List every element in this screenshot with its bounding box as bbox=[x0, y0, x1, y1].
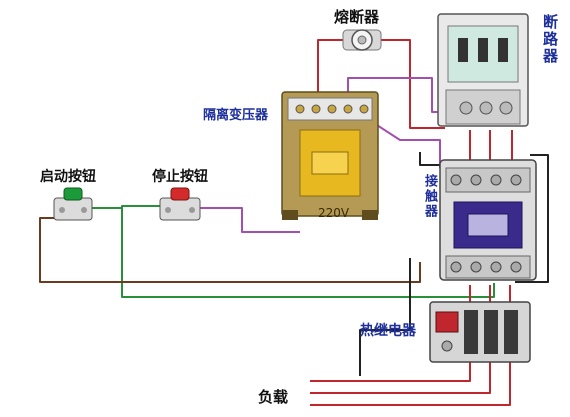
stop-button-label: 停止按钮 bbox=[152, 169, 208, 185]
stop-button-cap[interactable] bbox=[170, 187, 190, 201]
contactor-window bbox=[467, 213, 509, 237]
wire-brown-start bbox=[39, 217, 421, 283]
transformer-label: 隔离变压器 bbox=[203, 108, 269, 123]
wire-green-to-contactor bbox=[121, 208, 495, 298]
breaker-handle-1 bbox=[458, 38, 468, 62]
breaker-screw-1 bbox=[459, 101, 473, 115]
contactor-top-screw-1 bbox=[450, 174, 462, 186]
contactor-bottom-row bbox=[445, 255, 531, 279]
wire-black-contactor-relay bbox=[359, 258, 411, 376]
wire-green-start-stop bbox=[92, 205, 160, 209]
transformer-terminal-1 bbox=[295, 104, 305, 114]
wire-red-fuse-breaker bbox=[317, 39, 345, 96]
contactor-top-screw-2 bbox=[470, 174, 482, 186]
fuse-cap-center bbox=[357, 35, 367, 45]
breaker-label: 断路器 bbox=[541, 14, 559, 65]
start-button-component bbox=[53, 187, 93, 221]
contactor-bottom-screw-2 bbox=[470, 261, 482, 273]
start-button-screw-1 bbox=[59, 207, 65, 213]
stop-button-screw-2 bbox=[189, 207, 195, 213]
stop-button-component bbox=[159, 187, 201, 221]
transformer-terminal-2 bbox=[311, 104, 321, 114]
thermal-relay-screw bbox=[441, 340, 453, 352]
isolation-transformer bbox=[281, 91, 379, 220]
wire-red-fuse-right bbox=[380, 39, 445, 129]
load-label: 负载 bbox=[258, 388, 289, 406]
transformer-terminal-4 bbox=[343, 104, 353, 114]
contactor-label: 接触器 bbox=[422, 174, 437, 219]
fuse-label: 熔断器 bbox=[334, 8, 380, 26]
start-button-cap[interactable] bbox=[63, 187, 83, 201]
thermal-relay-component bbox=[429, 301, 531, 363]
transformer-foot-left bbox=[282, 210, 298, 220]
contactor-component bbox=[439, 159, 537, 281]
contactor-top-screw-4 bbox=[510, 174, 522, 186]
thermal-relay-terminal-3 bbox=[504, 310, 518, 354]
wire-load-2 bbox=[310, 358, 491, 394]
stop-button-screw-1 bbox=[165, 207, 171, 213]
wire-purple-transformer-coil bbox=[365, 117, 441, 168]
thermal-relay-terminal-1 bbox=[464, 310, 478, 354]
thermal-relay-label: 热继电器 bbox=[360, 323, 416, 339]
wires bbox=[39, 39, 549, 406]
contactor-bottom-screw-3 bbox=[490, 261, 502, 273]
thermal-relay-dial bbox=[435, 311, 459, 333]
breaker-handle-2 bbox=[478, 38, 488, 62]
transformer-label-plate bbox=[311, 151, 349, 175]
wire-black-contactor-bottom bbox=[515, 154, 549, 283]
breaker-handle-3 bbox=[498, 38, 508, 62]
start-button-label: 启动按钮 bbox=[40, 169, 96, 185]
breaker-screw-2 bbox=[479, 101, 493, 115]
contactor-top-screw-3 bbox=[490, 174, 502, 186]
circuit-breaker bbox=[437, 13, 529, 127]
thermal-relay-terminal-2 bbox=[484, 310, 498, 354]
contactor-bottom-screw-1 bbox=[450, 261, 462, 273]
voltage-label: 220V bbox=[318, 206, 350, 220]
transformer-foot-right bbox=[362, 210, 378, 220]
start-button-screw-2 bbox=[81, 207, 87, 213]
transformer-terminal-3 bbox=[327, 104, 337, 114]
transformer-terminal-5 bbox=[359, 104, 369, 114]
wire-load-1 bbox=[310, 358, 471, 382]
wire-load-3 bbox=[310, 358, 511, 406]
contactor-bottom-screw-4 bbox=[510, 261, 522, 273]
breaker-screw-3 bbox=[499, 101, 513, 115]
fuse-component bbox=[342, 29, 382, 51]
wire-purple-stop-transformer bbox=[200, 207, 300, 233]
